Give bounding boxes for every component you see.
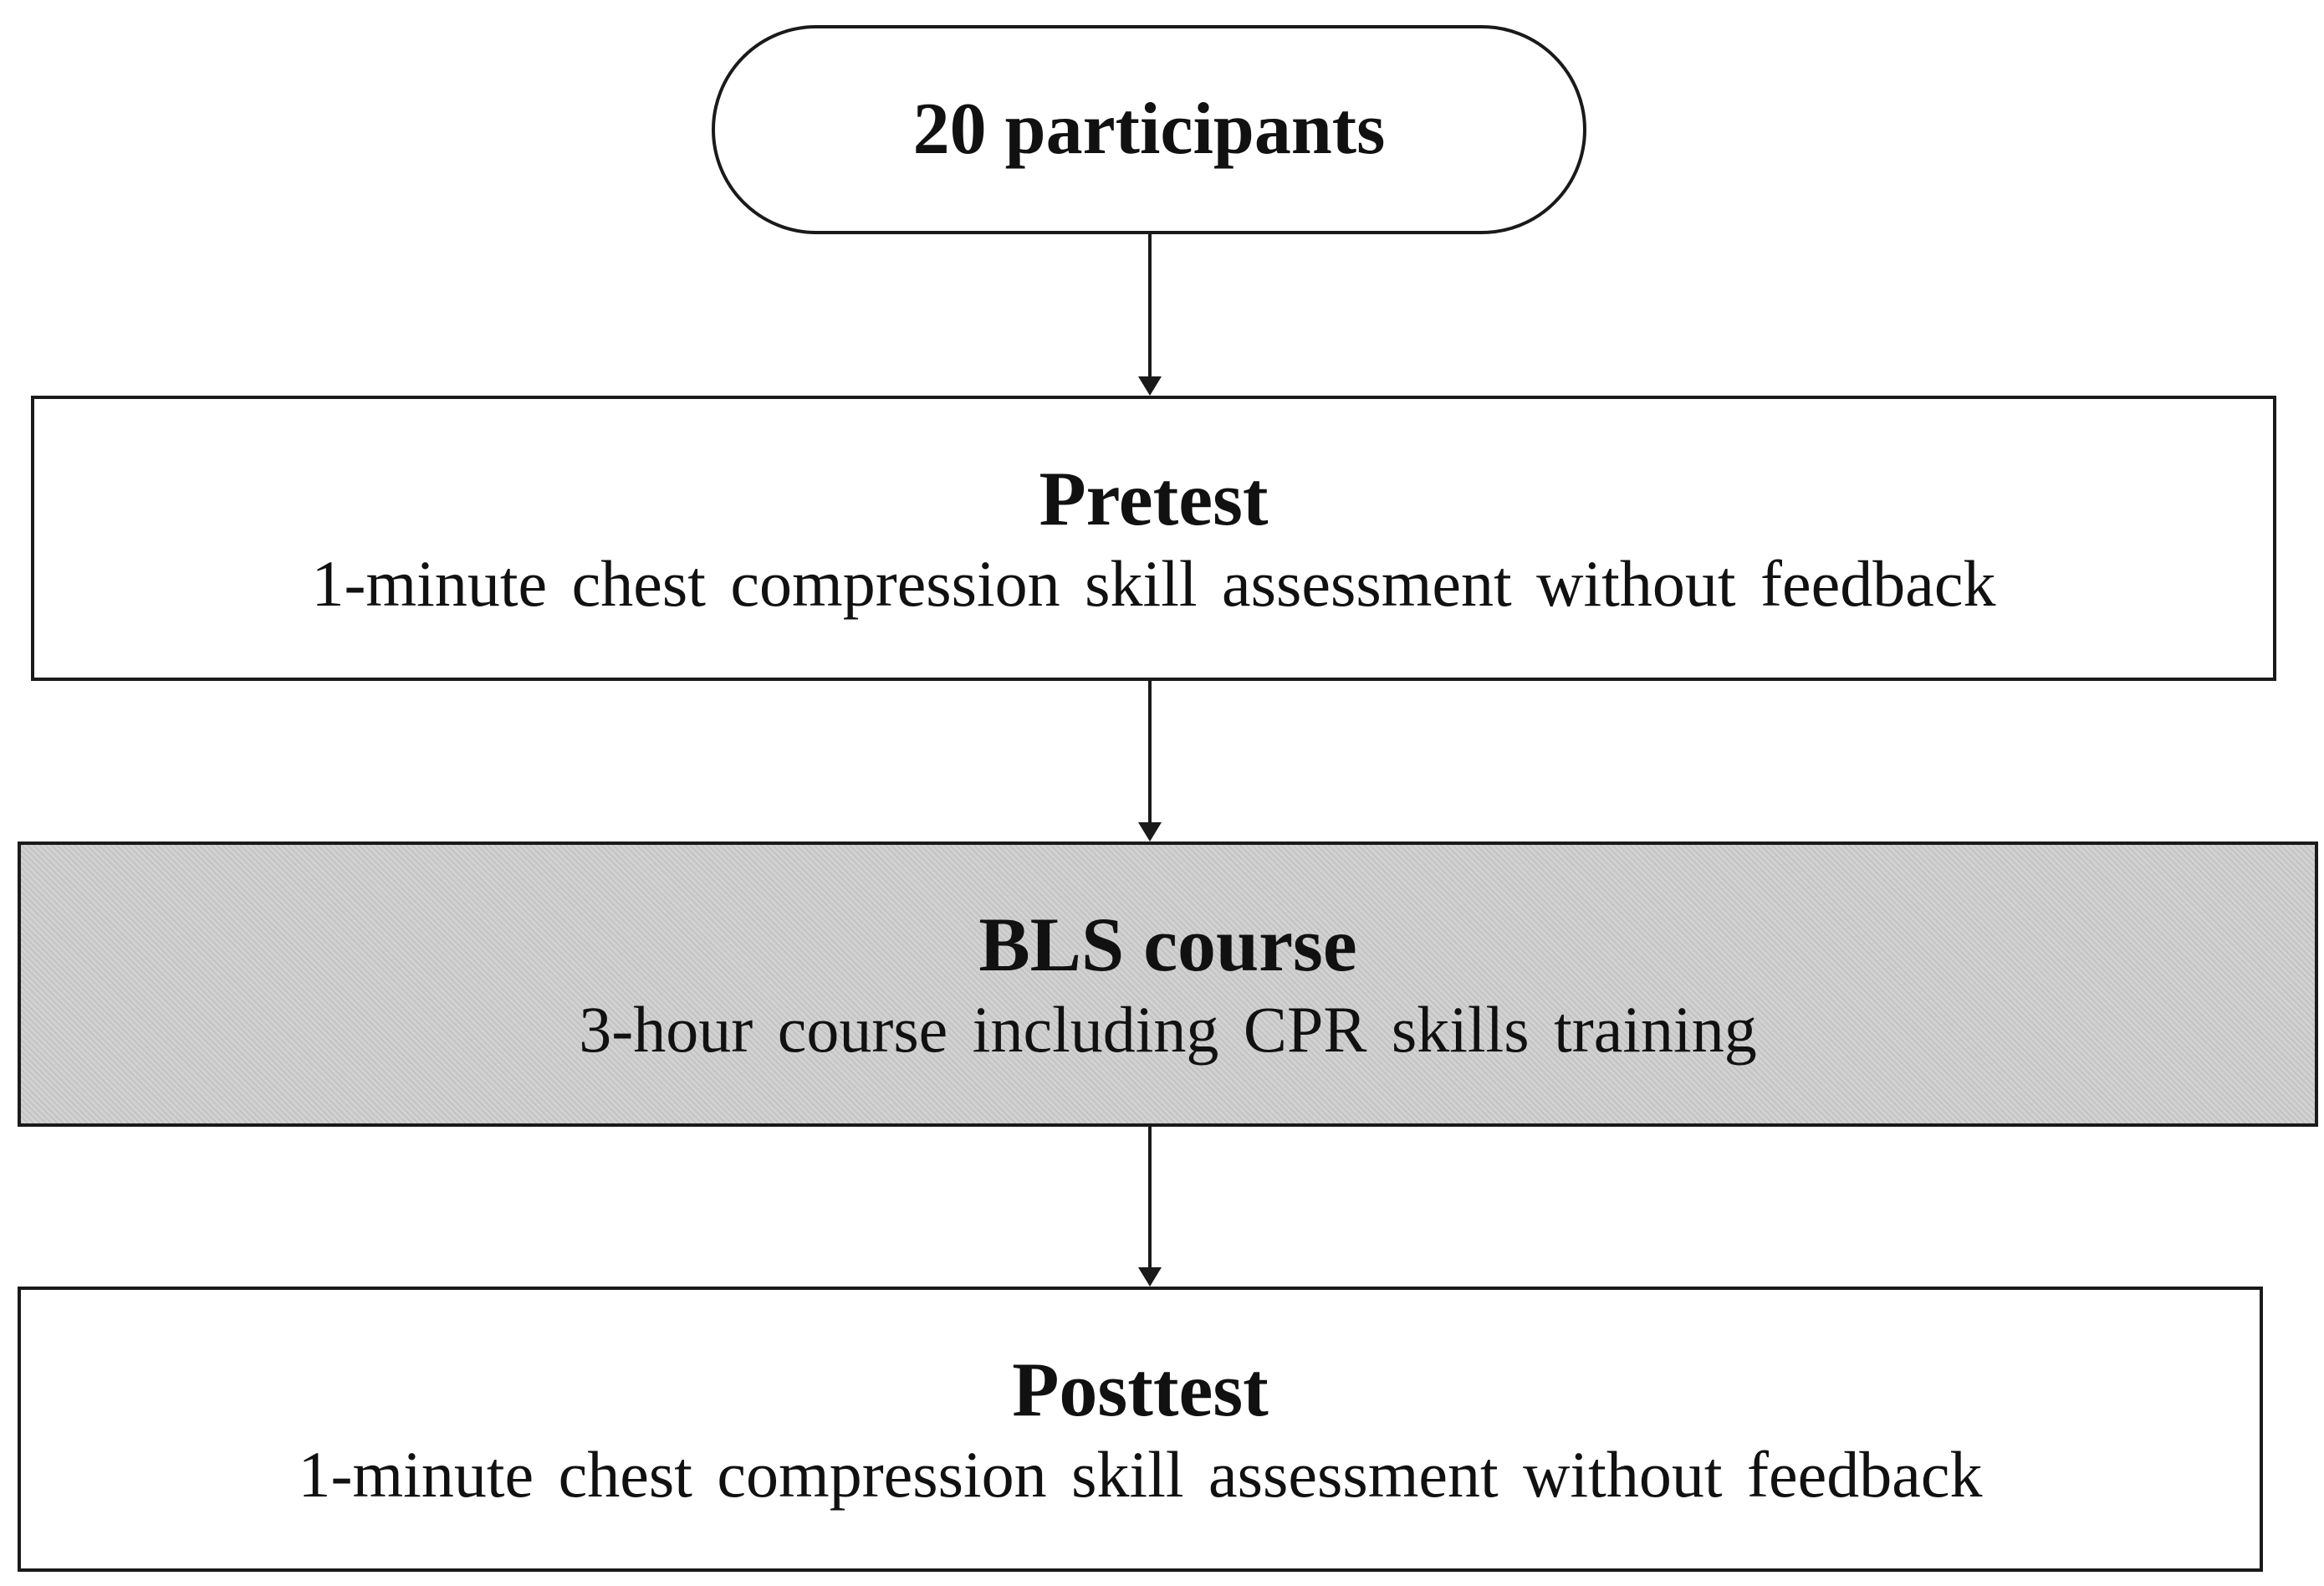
arrow-pretest-to-course <box>1138 681 1162 842</box>
arrow-start-to-pretest <box>1138 234 1162 396</box>
participants-label: 20 participants <box>912 89 1386 170</box>
bls-course-description: 3-hour course including CPR skills train… <box>579 993 1757 1067</box>
pretest-node: Pretest 1-minute chest compression skill… <box>31 396 2276 681</box>
posttest-title: Posttest <box>1012 1347 1269 1432</box>
arrow-course-to-posttest <box>1138 1127 1162 1287</box>
bls-course-node: BLS course 3-hour course including CPR s… <box>18 842 2318 1127</box>
participants-node: 20 participants <box>712 25 1586 234</box>
pretest-title: Pretest <box>1039 456 1269 541</box>
posttest-node: Posttest 1-minute chest compression skil… <box>18 1287 2263 1572</box>
posttest-description: 1-minute chest compression skill assessm… <box>298 1438 1983 1512</box>
bls-course-title: BLS course <box>978 902 1357 987</box>
pretest-description: 1-minute chest compression skill assessm… <box>311 547 1996 621</box>
